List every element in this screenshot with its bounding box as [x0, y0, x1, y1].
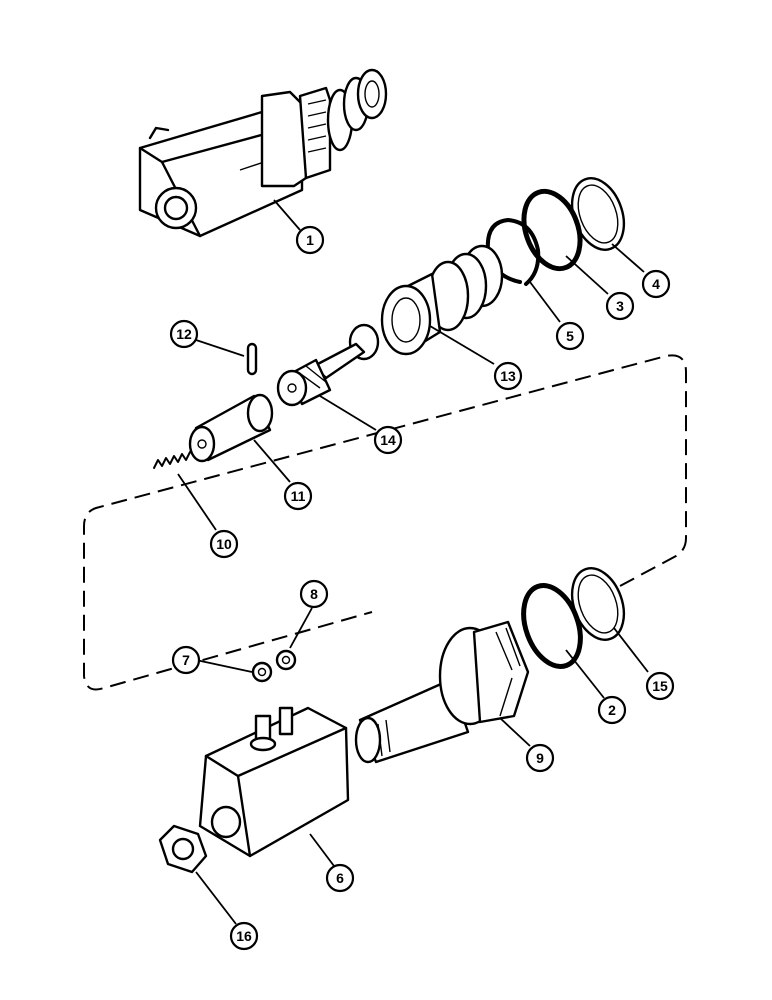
assembly-dashed-outline [83, 354, 687, 691]
part-7-nut [251, 661, 273, 683]
svg-text:8: 8 [310, 586, 318, 602]
leader-lines [177, 199, 649, 925]
part-16-hex-nut [158, 824, 208, 874]
svg-text:11: 11 [291, 488, 306, 504]
callout-12: 12 [169, 319, 199, 349]
svg-text:4: 4 [652, 276, 660, 292]
part-10-spring [153, 451, 191, 469]
callout-2: 2 [597, 695, 627, 725]
svg-text:15: 15 [652, 678, 668, 694]
part-13-spool-sleeve [380, 244, 504, 356]
svg-text:9: 9 [536, 750, 544, 766]
svg-text:5: 5 [566, 328, 574, 344]
part-12-pin [246, 342, 258, 376]
svg-text:6: 6 [336, 870, 344, 886]
callout-6: 6 [325, 863, 355, 893]
part-3-backup-ring [521, 188, 583, 272]
svg-text:12: 12 [176, 326, 192, 342]
callout-3: 3 [605, 291, 635, 321]
callout-14: 14 [373, 425, 403, 455]
callout-5: 5 [555, 321, 585, 351]
svg-text:10: 10 [216, 536, 232, 552]
svg-text:7: 7 [182, 652, 190, 668]
part-8-nut [275, 649, 297, 671]
callout-10: 10 [209, 529, 239, 559]
callout-11: 11 [283, 481, 313, 511]
part-14-spool [276, 323, 380, 407]
callout-13: 13 [493, 361, 523, 391]
part-2-backup-ring [521, 583, 583, 669]
callout-1: 1 [295, 225, 325, 255]
svg-text:1: 1 [306, 232, 314, 248]
svg-text:14: 14 [380, 432, 396, 448]
callout-8: 8 [299, 579, 329, 609]
svg-text:16: 16 [236, 928, 252, 944]
callout-15: 15 [645, 671, 675, 701]
svg-text:13: 13 [500, 368, 516, 384]
callout-16: 16 [229, 921, 259, 951]
callout-4: 4 [641, 269, 671, 299]
part-1-solenoid-cartridge [138, 68, 388, 238]
svg-text:3: 3 [616, 298, 624, 314]
part-11-plunger [188, 393, 274, 463]
part-6-solenoid-coil [198, 706, 350, 858]
part-9-valve-stem [354, 620, 530, 764]
part-15-o-ring [570, 567, 626, 641]
svg-text:2: 2 [608, 702, 616, 718]
callout-7: 7 [171, 645, 201, 675]
callout-9: 9 [525, 743, 555, 773]
